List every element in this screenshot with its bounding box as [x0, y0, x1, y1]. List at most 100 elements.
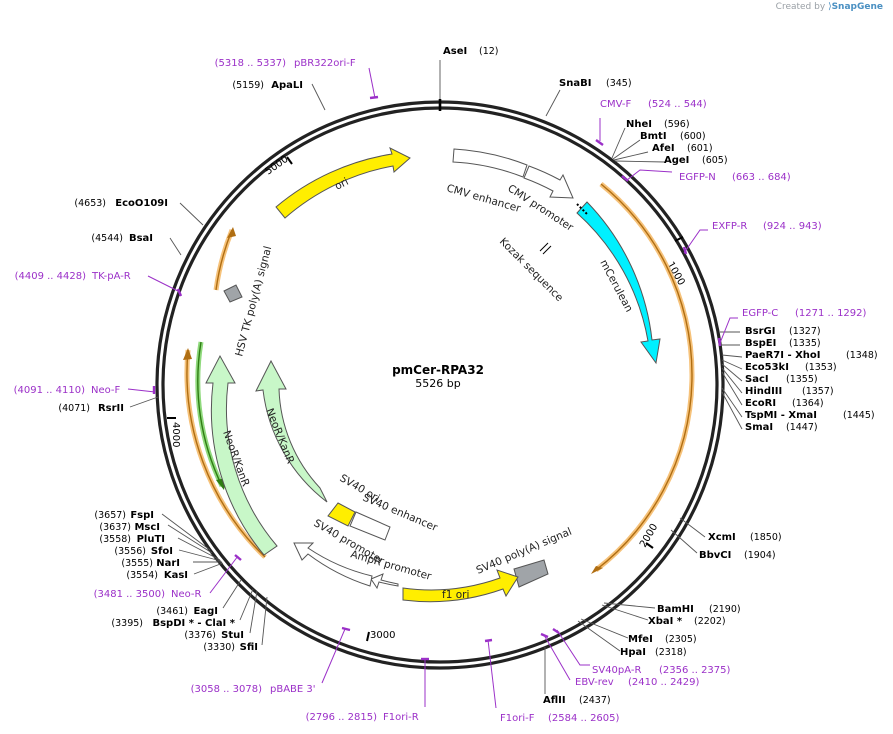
enzyme-pos: (1357) — [802, 386, 834, 397]
enzyme-pos: (3555) — [121, 558, 153, 569]
enzyme-name: SfoI — [151, 546, 173, 557]
neo-orange-feature — [186, 349, 266, 558]
enzyme-leaders — [129, 60, 743, 694]
plasmid-name: pmCer-RPA32 — [392, 363, 484, 377]
enzyme-name: SmaI — [745, 422, 773, 433]
enzyme-pos: (4544) — [91, 233, 123, 244]
enzyme-pos: (1348) — [846, 350, 878, 361]
enzyme-pos: (3330) — [203, 642, 235, 653]
enzyme-pos: (4071) — [58, 403, 90, 414]
f1-ori-label: f1 ori — [442, 589, 469, 601]
enzyme-pos: (3657) — [94, 510, 126, 521]
primer-name: EBV-rev — [575, 677, 614, 688]
tick-3000: 3000 — [370, 630, 395, 641]
enzyme-pos: (600) — [680, 131, 706, 142]
cmv-enhancer-feature — [452, 148, 528, 178]
neo-green-feature — [197, 341, 223, 487]
mcerulean-feature — [576, 201, 661, 365]
primer-range: (3481 .. 3500) — [94, 589, 166, 600]
neor-kanr-inner-feature — [255, 359, 328, 503]
primer-name: EGFP-N — [679, 172, 716, 183]
primer-range: (1271 .. 1292) — [795, 308, 867, 319]
primer-leaders — [127, 67, 738, 709]
enzyme-pos: (1353) — [805, 362, 837, 373]
enzyme-name: MscI — [134, 522, 160, 533]
enzyme-pos: (1327) — [789, 326, 821, 337]
enzyme-name: NarI — [156, 558, 180, 569]
snapgene-credit: Created by ⟩SnapGene — [776, 2, 883, 12]
enzyme-name: NheI — [626, 119, 652, 130]
enzyme-pos: (3556) — [114, 546, 146, 557]
enzyme-name: XbaI * — [648, 616, 683, 627]
neor-kanr-outer-feature — [205, 354, 278, 556]
primer-range: (2410 .. 2429) — [628, 677, 700, 688]
credit-prefix: Created by — [775, 2, 826, 12]
primer-name: EXFP-R — [712, 221, 747, 232]
orange-feature-right-arrow — [591, 566, 603, 574]
primer-range: (924 .. 943) — [763, 221, 822, 232]
enzyme-name: AflII — [543, 695, 566, 706]
enzyme-name: PaeR7I - XhoI — [745, 350, 821, 361]
enzyme-pos: (1445) — [843, 410, 875, 421]
enzyme-name: HpaI — [620, 647, 646, 658]
enzyme-name: BspDI * - ClaI * — [152, 618, 235, 629]
enzyme-name: PluTI — [137, 534, 165, 545]
primer-name: pBABE 3' — [270, 684, 316, 695]
enzyme-pos: (2305) — [665, 634, 697, 645]
enzyme-name: HindIII — [745, 386, 782, 397]
enzyme-pos: (1447) — [786, 422, 818, 433]
primer-range: (2356 .. 2375) — [659, 665, 731, 676]
tick-4000: 4000 — [170, 422, 181, 447]
enzyme-name: EagI — [194, 606, 218, 617]
tick-1000-mark — [674, 236, 684, 242]
enzyme-pos: (601) — [687, 143, 713, 154]
enzyme-pos: (2190) — [709, 604, 741, 615]
enzyme-name: StuI — [221, 630, 244, 641]
enzyme-pos: (2318) — [655, 647, 687, 658]
sv40-enhancer-feature — [349, 511, 391, 541]
enzyme-pos: (4653) — [74, 198, 106, 209]
enzyme-pos: (12) — [479, 46, 499, 57]
primer-name: Neo-R — [171, 589, 202, 600]
enzyme-pos: (3461) — [156, 606, 188, 617]
sv40-polya-feature — [513, 559, 549, 588]
primer-range: (2796 .. 2815) — [306, 712, 378, 723]
ampr-promoter-arrow — [370, 573, 399, 590]
enzyme-name: BbvCI — [699, 550, 731, 561]
tick-2000-mark — [645, 542, 654, 549]
enzyme-name: SfiI — [240, 642, 258, 653]
enzyme-pos: (1364) — [792, 398, 824, 409]
tick-5000-mark — [286, 156, 293, 165]
primer-name: F1ori-F — [500, 713, 535, 724]
enzyme-name: EcoRI — [745, 398, 776, 409]
enzyme-name: EcoO109I — [115, 198, 168, 209]
enzyme-name: SnaBI — [559, 78, 591, 89]
cmv-promoter-feature — [523, 165, 574, 199]
enzyme-name: KasI — [164, 570, 188, 581]
primer-name: F1ori-R — [383, 712, 419, 723]
enzyme-pos: (5159) — [232, 80, 264, 91]
primer-labels: pBR322ori-F (5318 .. 5337) CMV-F (524 ..… — [14, 58, 867, 724]
hsv-tk-polya-label: HSV TK poly(A) signal — [233, 245, 274, 358]
enzyme-pos: (596) — [664, 119, 690, 130]
enzyme-pos: (605) — [702, 155, 728, 166]
enzyme-pos: (1850) — [750, 532, 782, 543]
enzyme-pos: (1355) — [786, 374, 818, 385]
enzyme-name: FspI — [130, 510, 154, 521]
enzyme-name: BmtI — [640, 131, 667, 142]
enzyme-pos: (2437) — [579, 695, 611, 706]
primer-name: TK-pA-R — [91, 271, 131, 282]
enzyme-pos: (3558) — [99, 534, 131, 545]
ori-feature — [275, 147, 411, 219]
enzyme-name: Eco53kI — [745, 362, 789, 373]
primer-range: (524 .. 544) — [648, 99, 707, 110]
tk-feature-arrow — [227, 227, 236, 238]
primer-name: pBR322ori-F — [294, 58, 356, 69]
enzyme-name: SacI — [745, 374, 769, 385]
enzyme-pos: (3637) — [99, 522, 131, 533]
primer-range: (4091 .. 4110) — [14, 385, 86, 396]
enzyme-name: TspMI - XmaI — [745, 410, 817, 421]
tick-5000: 5000 — [263, 154, 290, 178]
orange-feature-right — [595, 183, 693, 571]
